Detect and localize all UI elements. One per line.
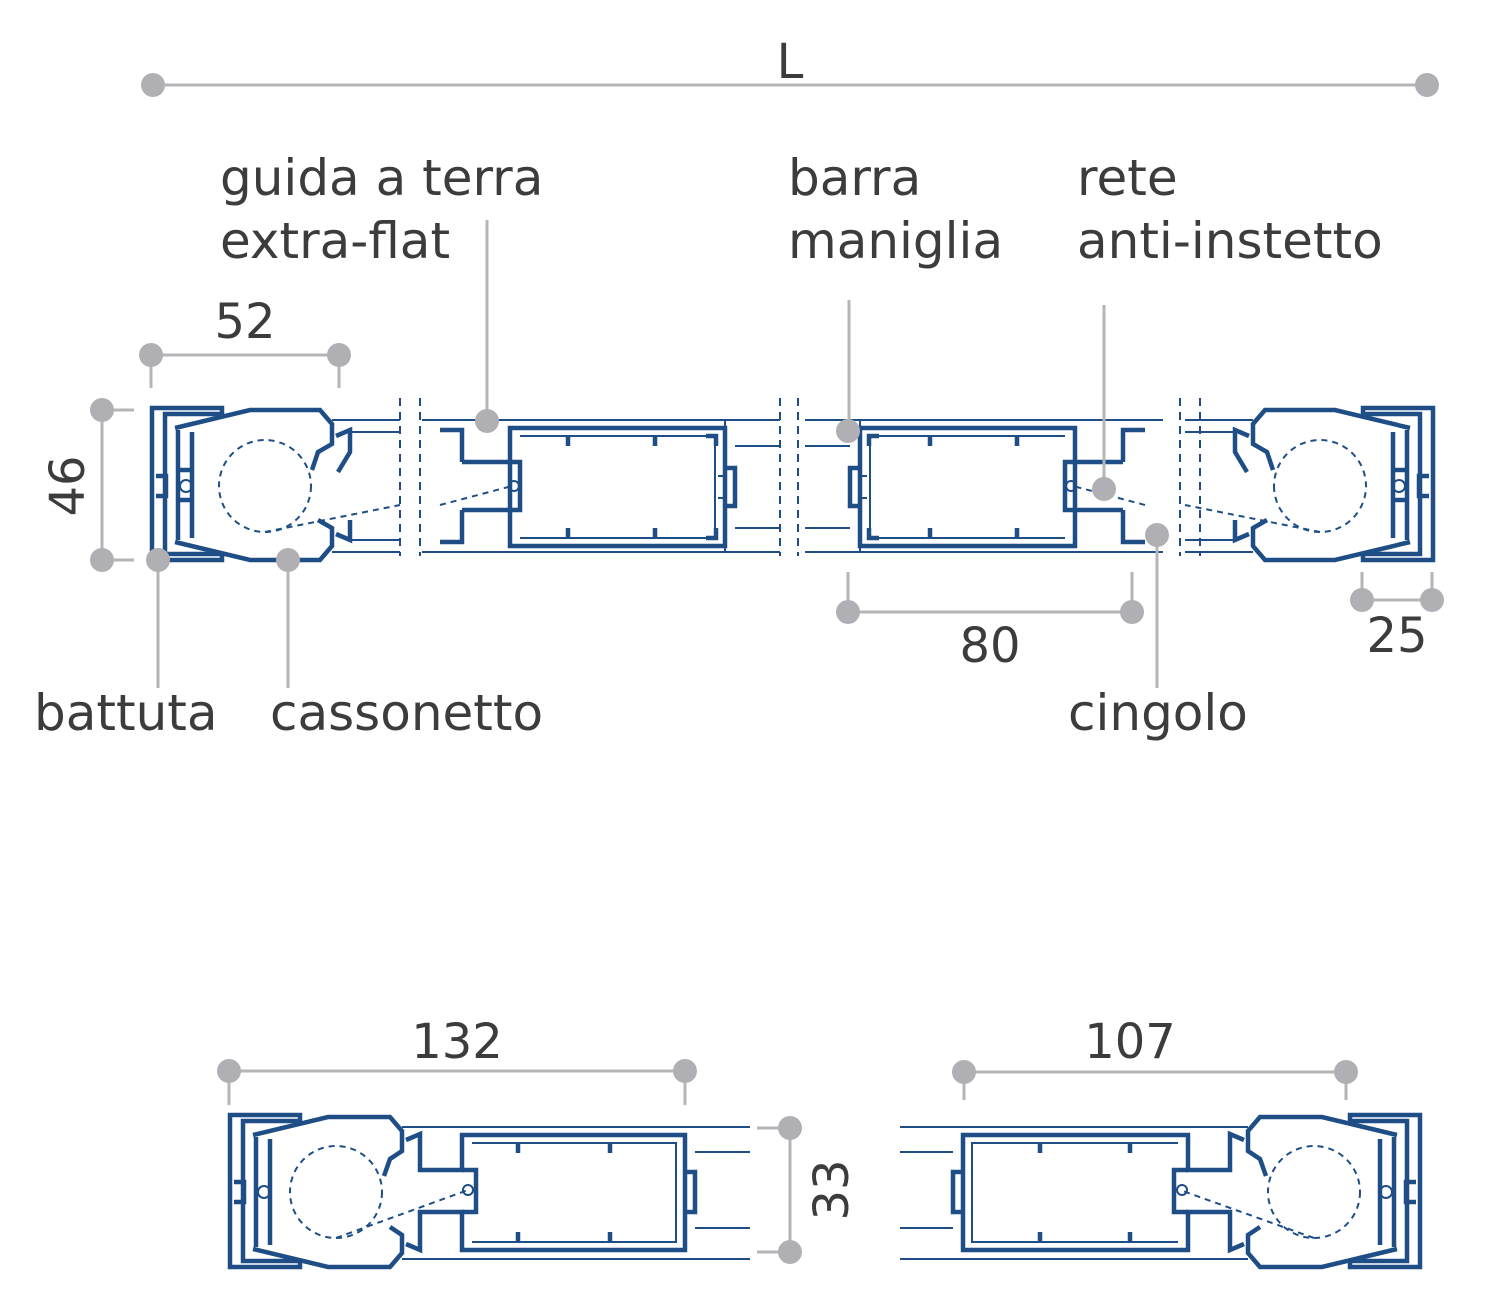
handle-bar-width-label: 80 (959, 618, 1020, 674)
overall-length-label: L (777, 34, 804, 90)
barra-label-line2: maniglia (788, 212, 1003, 270)
right-cassonetto-profile (1185, 408, 1433, 560)
rete-label-line2: anti-instetto (1077, 212, 1383, 270)
height-dimension: 46 (40, 398, 134, 572)
callout-guida: guida a terra extra-flat (220, 149, 543, 433)
break-lines (399, 398, 1201, 556)
barra-label-line1: barra (788, 149, 921, 207)
battuta-width-label: 25 (1366, 608, 1427, 664)
upper-assembly (152, 398, 1433, 560)
rete-label-line1: rete (1077, 149, 1178, 207)
callout-cassonetto: cassonetto (270, 548, 543, 742)
guida-label-line1: guida a terra (220, 149, 543, 207)
bottom-right-assembly (900, 1112, 1423, 1270)
bottom-height-label: 33 (804, 1159, 860, 1220)
bottom-height-dimension: 33 (757, 1116, 860, 1264)
callout-rete: rete anti-instetto (1077, 149, 1383, 501)
overall-length-dimension: L (141, 34, 1439, 97)
left-handle-bar-profile (422, 420, 780, 552)
bottom-left-assembly (227, 1112, 750, 1270)
callout-barra: barra maniglia (788, 149, 1003, 443)
height-label: 46 (40, 455, 96, 516)
cassonetto-width-label: 52 (214, 294, 275, 350)
bottom-right-width-label: 107 (1084, 1014, 1176, 1070)
cassonetto-width-dimension: 52 (139, 294, 351, 388)
bottom-left-width-dimension: 132 (217, 1014, 697, 1105)
battuta-width-dimension: 25 (1350, 572, 1444, 664)
guida-label-line2: extra-flat (220, 212, 450, 270)
left-cassonetto-profile (152, 408, 400, 560)
cassonetto-label: cassonetto (270, 684, 543, 742)
callout-battuta: battuta (34, 548, 218, 742)
bottom-left-width-label: 132 (411, 1014, 503, 1070)
handle-bar-width-dimension: 80 (836, 572, 1144, 674)
cingolo-label: cingolo (1068, 684, 1248, 742)
bottom-right-width-dimension: 107 (952, 1014, 1358, 1100)
callout-cingolo: cingolo (1068, 523, 1248, 742)
battuta-label: battuta (34, 684, 218, 742)
